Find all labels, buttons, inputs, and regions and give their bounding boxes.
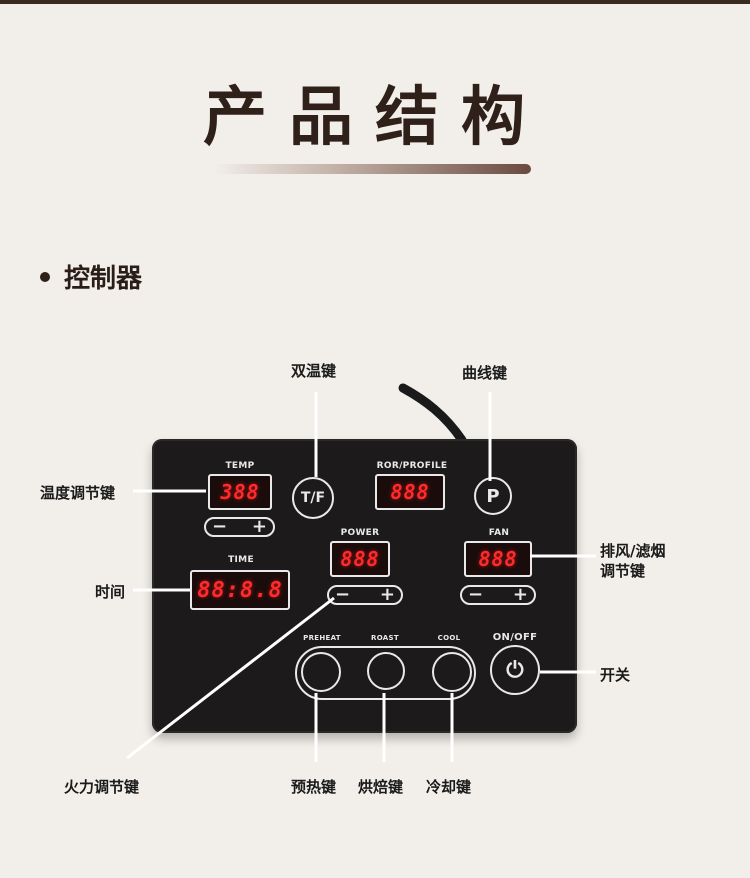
bullet-dot bbox=[40, 271, 50, 282]
cool-label: COOL bbox=[437, 634, 461, 642]
ror-label: ROR/PROFILE bbox=[376, 461, 448, 471]
fan-minus-button[interactable]: − bbox=[468, 584, 484, 605]
section-heading: 控制器 bbox=[40, 258, 142, 295]
power-adjust-buttons: − + bbox=[327, 585, 403, 605]
temp-adjust-buttons: − + bbox=[204, 517, 275, 537]
callout-temp-adjust: 温度调节键 bbox=[40, 484, 116, 502]
callout-time: 时间 bbox=[95, 583, 126, 601]
preheat-label: PREHEAT bbox=[303, 634, 341, 642]
callout-switch: 开关 bbox=[600, 666, 631, 684]
cool-button[interactable] bbox=[432, 652, 472, 692]
section-title: 控制器 bbox=[64, 264, 143, 294]
temp-minus-button[interactable]: − bbox=[212, 516, 228, 537]
power-label: POWER bbox=[340, 528, 380, 538]
power-icon: ⏻ bbox=[506, 657, 524, 683]
onoff-label: ON/OFF bbox=[492, 632, 538, 643]
temp-label: TEMP bbox=[225, 461, 255, 471]
power-button[interactable]: ⏻ bbox=[490, 645, 540, 695]
fan-display: 888 bbox=[464, 541, 532, 577]
top-bar bbox=[0, 0, 750, 4]
temp-plus-button[interactable]: + bbox=[251, 516, 267, 537]
callout-fan-line2: 调节键 bbox=[600, 562, 646, 580]
temp-display: 388 bbox=[208, 474, 272, 510]
callout-preheat: 预热键 bbox=[291, 778, 337, 796]
page-title: 产品结构 bbox=[203, 81, 547, 155]
callout-fan-line1: 排风/滤烟 bbox=[600, 542, 666, 560]
preheat-button[interactable] bbox=[301, 652, 341, 692]
callout-roast: 烘焙键 bbox=[358, 778, 404, 796]
roast-button[interactable] bbox=[367, 652, 405, 690]
callout-curve: 曲线键 bbox=[462, 364, 508, 382]
callout-cool: 冷却键 bbox=[426, 778, 472, 796]
power-minus-button[interactable]: − bbox=[335, 584, 351, 605]
fan-adjust-buttons: − + bbox=[460, 585, 536, 605]
roast-label: ROAST bbox=[371, 634, 399, 642]
power-plus-button[interactable]: + bbox=[379, 584, 395, 605]
power-display: 888 bbox=[330, 541, 390, 577]
callout-dual-temp: 双温键 bbox=[291, 362, 337, 380]
ror-display: 888 bbox=[375, 474, 445, 510]
callout-fire-adjust: 火力调节键 bbox=[64, 778, 140, 796]
time-display: 88:8.8 bbox=[190, 570, 290, 610]
profile-button[interactable]: P bbox=[474, 477, 512, 515]
time-label: TIME bbox=[228, 555, 254, 565]
fan-label: FAN bbox=[488, 528, 510, 538]
tf-button[interactable]: T/F bbox=[292, 477, 334, 519]
title-underline bbox=[213, 164, 531, 174]
fan-plus-button[interactable]: + bbox=[512, 584, 528, 605]
